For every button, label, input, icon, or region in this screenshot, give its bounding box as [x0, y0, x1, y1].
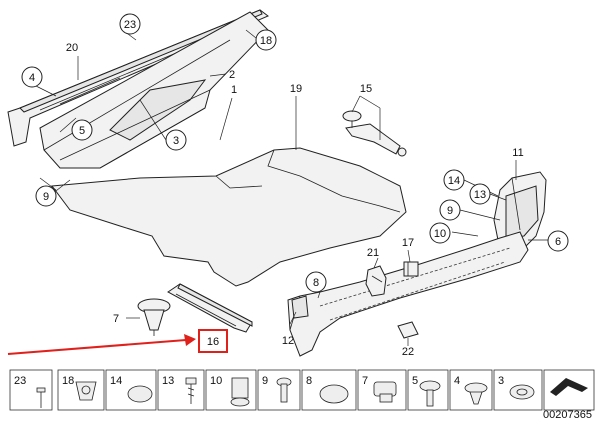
- part-parcel-shelf: [39, 11, 269, 169]
- callout-13: 13: [469, 183, 491, 205]
- bolt-icon: [185, 377, 197, 404]
- svg-text:20: 20: [66, 42, 78, 54]
- legend-label-8: 8: [306, 375, 312, 387]
- callout-7: 7: [113, 313, 119, 325]
- svg-text:7: 7: [113, 313, 119, 325]
- legend-label-9: 9: [262, 375, 268, 387]
- push-rivet-icon: [276, 377, 292, 403]
- callout-22: 22: [402, 346, 414, 358]
- legend-label-7: 7: [362, 375, 368, 387]
- svg-text:17: 17: [402, 237, 414, 249]
- callout-18: 18: [255, 29, 277, 51]
- callout-10: 10: [429, 222, 451, 244]
- part-pad-22: [397, 321, 419, 339]
- callout-12: 12: [282, 335, 294, 347]
- svg-text:12: 12: [282, 335, 294, 347]
- svg-text:1: 1: [231, 84, 237, 96]
- svg-text:22: 22: [402, 346, 414, 358]
- direction-arrow-icon: [550, 378, 588, 396]
- svg-text:23: 23: [124, 19, 136, 31]
- legend-label-13: 13: [162, 375, 174, 387]
- callout-6: 6: [547, 230, 569, 252]
- legend-label-14: 14: [110, 375, 122, 387]
- part-trunk-floor-mat: [51, 147, 407, 287]
- svg-text:4: 4: [29, 72, 35, 84]
- legend-label-10: 10: [210, 375, 222, 387]
- legend-label-23: 23: [14, 375, 26, 387]
- callout-2: 2: [229, 69, 235, 81]
- callout-19: 19: [290, 83, 302, 95]
- svg-text:8: 8: [313, 277, 319, 289]
- part-rear-side-panel: [493, 171, 547, 251]
- leader-lines: [35, 29, 548, 346]
- callout-23: 23: [119, 13, 141, 35]
- part-bracket-15: [342, 110, 407, 157]
- legend-label-3: 3: [498, 375, 504, 387]
- expanding-clip-icon: [75, 381, 97, 401]
- part-clip-17: [403, 261, 419, 277]
- round-plug-icon: [127, 385, 153, 403]
- legend-label-5: 5: [412, 375, 418, 387]
- legend-strip: 23 18 14 13 10 9 8 7 5 4 3: [9, 369, 595, 411]
- red-arrow: [7, 334, 196, 355]
- svg-text:2: 2: [229, 69, 235, 81]
- svg-text:9: 9: [43, 191, 49, 203]
- callout-1: 1: [231, 84, 237, 96]
- svg-text:3: 3: [173, 135, 179, 147]
- svg-text:9: 9: [447, 205, 453, 217]
- mushroom-rivet-icon: [419, 380, 441, 407]
- ring-clip-icon: [509, 384, 535, 400]
- callout-9-left: 9: [35, 185, 57, 207]
- svg-text:13: 13: [474, 189, 486, 201]
- callout-9-right: 9: [439, 199, 461, 221]
- part-clip-21: [365, 265, 387, 297]
- callout-3: 3: [165, 129, 187, 151]
- diagram-id: 00207365: [543, 409, 592, 421]
- svg-text:5: 5: [79, 125, 85, 137]
- svg-text:15: 15: [360, 83, 372, 95]
- svg-text:14: 14: [448, 175, 460, 187]
- screw-icon: [36, 387, 46, 408]
- svg-text:6: 6: [555, 236, 561, 248]
- svg-text:21: 21: [367, 247, 379, 259]
- legend-label-4: 4: [454, 375, 460, 387]
- callout-15: 15: [360, 83, 372, 95]
- callout-11: 11: [512, 147, 523, 159]
- callout-17: 17: [402, 237, 414, 249]
- callout-21: 21: [367, 247, 379, 259]
- svg-text:16: 16: [207, 336, 219, 348]
- svg-text:11: 11: [512, 147, 523, 159]
- callout-14: 14: [443, 169, 465, 191]
- callout-4: 4: [21, 66, 43, 88]
- part-cross-member-16: [167, 283, 253, 333]
- svg-text:19: 19: [290, 83, 302, 95]
- svg-text:18: 18: [260, 35, 272, 47]
- grommet-icon: [230, 377, 250, 407]
- legend-label-18: 18: [62, 375, 74, 387]
- cap-icon: [319, 384, 349, 404]
- callout-5: 5: [71, 119, 93, 141]
- button-clip-icon: [464, 382, 488, 405]
- callout-20: 20: [66, 42, 78, 54]
- part-push-pin-7: [137, 298, 171, 336]
- callout-8: 8: [305, 271, 327, 293]
- clip-icon: [373, 381, 397, 403]
- svg-text:10: 10: [434, 228, 446, 240]
- callout-16-highlight: 16: [198, 329, 228, 353]
